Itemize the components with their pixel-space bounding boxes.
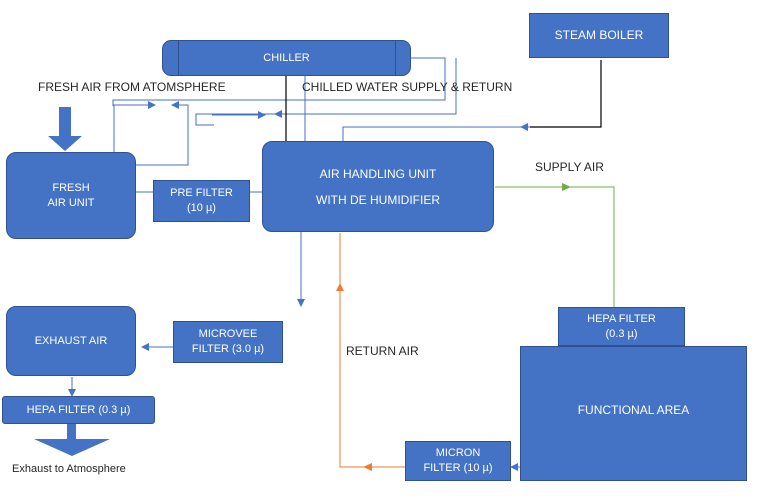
chiller: CHILLER (162, 40, 411, 76)
fresh-air-arrow (48, 107, 82, 151)
hepa-filter-exhaust-label: HEPA FILTER (0.3 µ) (26, 403, 131, 416)
exhaust-air-label: EXHAUST AIR (34, 334, 108, 347)
steam-line (530, 60, 602, 128)
microvee-line-1: MICROVEE (198, 328, 258, 340)
hepa-filter-supply: HEPA FILTER (0.3 µ) (558, 307, 685, 346)
pre-filter-line-1: PRE FILTER (170, 187, 233, 199)
supply-air-arrowhead (562, 183, 571, 191)
exhaust-to-atmosphere-arrow (34, 424, 110, 456)
exhaust-to-atmosphere-label: Exhaust to Atmosphere (12, 463, 126, 475)
return-air-label: RETURN AIR (346, 344, 419, 358)
chiller-cap-left (178, 40, 179, 76)
microvee-line-2: FILTER (3.0 µ) (191, 343, 265, 355)
exhaust-air: EXHAUST AIR (6, 306, 136, 376)
chilled-water-loop-outer (135, 101, 189, 166)
supply-air-label: SUPPLY AIR (535, 160, 604, 174)
chilled-water-return-left (195, 113, 275, 126)
hepa-filter-exhaust: HEPA FILTER (0.3 µ) (2, 396, 155, 424)
steam-line-blue (342, 126, 530, 142)
fresh-air-unit: FRESH AIR UNIT (6, 152, 136, 239)
hepa-supply-line-2: (0.3 µ) (605, 327, 638, 340)
functional-area: FUNCTIONAL AREA (520, 346, 747, 481)
steam-boiler-label: STEAM BOILER (554, 28, 644, 42)
micron-filter: MICRON FILTER (10 µ) (405, 441, 511, 481)
steam-arrowhead (520, 123, 528, 131)
chilled-water-top (112, 57, 446, 106)
micron-line-2: FILTER (10 µ) (423, 462, 493, 474)
fresh-air-unit-line-1: FRESH (52, 181, 90, 194)
micron-line-1: MICRON (435, 447, 481, 459)
supply-air-line (495, 186, 615, 307)
pre-filter-line-2: (10 µ) (187, 202, 216, 214)
microvee-filter: MICROVEE FILTER (3.0 µ) (173, 321, 283, 363)
functional-area-label: FUNCTIONAL AREA (577, 403, 690, 417)
chiller-cap-right (395, 40, 396, 76)
return-air-arrowhead-left (363, 463, 372, 471)
return-air-line (336, 283, 405, 468)
fresh-air-label: FRESH AIR FROM ATOMSPHERE (38, 80, 226, 94)
chiller-label: CHILLER (263, 51, 310, 64)
hepa-supply-line-1: HEPA FILTER (587, 312, 656, 325)
chilled-water-label: CHILLED WATER SUPPLY & RETURN (302, 80, 513, 94)
ahu-line-1: AIR HANDLING UNIT (319, 166, 437, 181)
chilled-water-return (274, 58, 457, 118)
pre-filter: PRE FILTER (10 µ) (153, 180, 250, 222)
steam-boiler: STEAM BOILER (529, 13, 669, 58)
air-handling-unit: AIR HANDLING UNIT WITH DE HUMIDIFIER (262, 141, 494, 232)
fresh-air-unit-line-2: AIR UNIT (47, 196, 95, 209)
ahu-line-2: WITH DE HUMIDIFIER (316, 192, 440, 207)
